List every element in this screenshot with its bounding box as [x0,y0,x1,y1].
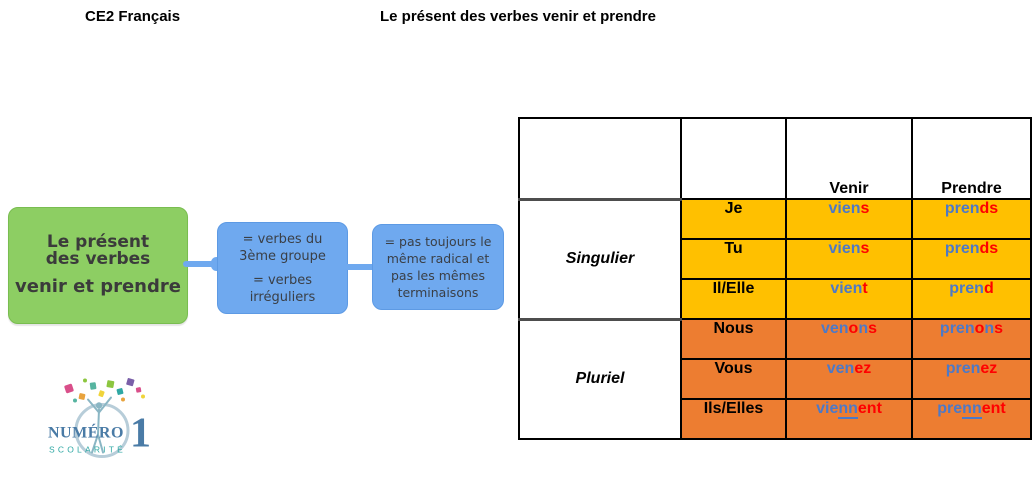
table-header-row: Venir Prendre [518,117,1032,200]
prendre-conjugation-cell: prenons [911,318,1032,360]
node-line: irréguliers [249,289,316,305]
node-line: = verbes [252,272,313,288]
venir-conjugation-cell: vient [785,278,913,320]
node-paragraph: = verbes irréguliers [250,272,316,306]
verb-stem: pren [939,320,975,337]
mindmap-connector [344,264,375,270]
node-line: 3ème groupe [239,248,326,264]
numero1-scolarite-logo: NUMÉRO 1 SCOLARITÉ [48,378,151,458]
verb-ending: s [994,320,1004,337]
node-paragraph: = verbes du 3ème groupe [239,231,326,265]
venir-conjugation-cell: venons [785,318,913,360]
venir-conjugation-cell: venez [785,358,913,400]
prendre-conjugation-cell: prends [911,238,1032,280]
verb-ending: o [974,320,985,337]
verb-ending: ez [854,360,872,377]
prendre-conjugation-cell: prenez [911,358,1032,400]
verb-stem: vien [830,280,863,297]
verb-stem: pren [949,280,984,297]
verb-stem: pren [944,240,980,257]
stick-figure [87,396,112,454]
venir-conjugation-cell: viennent [785,398,913,440]
header-empty-cell [518,117,682,200]
verb-stem: pre [937,400,963,417]
mindmap-root-box: Le présent des verbes venir et prendre [8,207,188,324]
category-cell: Singulier [518,197,682,320]
venir-conjugation-cell: viens [785,238,913,280]
header-prendre-cell: Prendre [911,117,1032,200]
header-venir-cell: Venir [785,117,913,200]
verb-ending: ds [979,240,999,257]
verb-ending: t [862,280,868,297]
verb-ending: ez [980,360,998,377]
verb-ending: s [860,200,870,217]
root-line: Le présent [46,232,150,252]
verb-stem: n [984,320,995,337]
pronoun-cell: Je [680,198,787,240]
pronoun-cell: Il/Elle [680,278,787,320]
verb-stem: n [858,320,869,337]
verb-stem: pren [944,200,980,217]
node-line: même radical et [386,251,490,266]
node-line: pas les mêmes [391,268,485,283]
pronoun-cell: Vous [680,358,787,400]
verb-ending: o [848,320,859,337]
pronoun-cell: Nous [680,318,787,360]
prendre-conjugation-cell: prends [911,198,1032,240]
verb-stem: vien [828,200,861,217]
mindmap-node-groupe: = verbes du 3ème groupe = verbes irrégul… [217,222,348,314]
verb-ending: ds [979,200,999,217]
logo-name: NUMÉRO [48,423,124,442]
logo-subtitle: SCOLARITÉ [49,445,126,455]
verb-ending: ent [857,400,882,417]
verb-stem: ven [826,360,855,377]
mindmap-node-radical: = pas toujours le même radical et pas le… [372,224,504,310]
verb-stem: pren [945,360,981,377]
logo-numeral: 1 [130,411,151,457]
pronoun-cell: Tu [680,238,787,280]
verb-stem: nn [838,400,858,419]
verb-ending: ent [981,400,1006,417]
verb-ending: s [868,320,878,337]
node-line: = pas toujours le [384,234,492,249]
root-line: des verbes [45,249,151,269]
verb-stem: nn [962,400,982,419]
pronoun-cell: Ils/Elles [680,398,787,440]
page-title: Le présent des verbes venir et prendre [380,8,656,25]
venir-conjugation-cell: viens [785,198,913,240]
verb-stem: vie [816,400,839,417]
confetti-shapes [64,378,145,403]
mindmap-connector [183,257,222,271]
prendre-conjugation-cell: prennent [911,398,1032,440]
course-label: CE2 Français [85,8,181,25]
verb-stem: ven [820,320,849,337]
verb-stem: vien [828,240,861,257]
prendre-conjugation-cell: prend [911,278,1032,320]
node-line: terminaisons [397,285,479,300]
category-cell: Pluriel [518,317,682,440]
root-line: venir et prendre [15,276,181,297]
header-empty-cell [680,117,787,200]
verb-ending: d [983,280,994,297]
verb-ending: s [860,240,870,257]
node-line: = verbes du [242,231,323,247]
